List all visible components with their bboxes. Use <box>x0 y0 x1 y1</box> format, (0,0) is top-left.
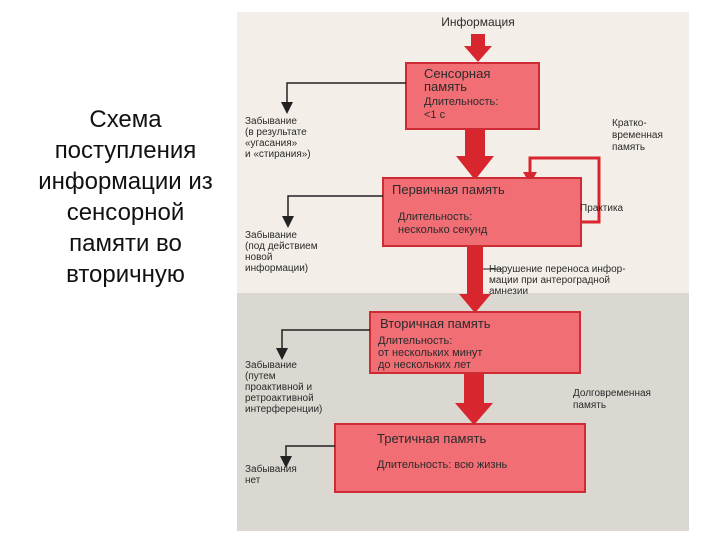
practice-label: Практика <box>580 203 624 214</box>
box-title-line: память <box>424 79 467 94</box>
forgetting-arrows <box>276 82 406 468</box>
svg-text:ретроактивной: ретроактивной <box>245 393 314 404</box>
svg-text:проактивной и: проактивной и <box>245 382 312 393</box>
arrow-primary-to-secondary <box>459 245 491 313</box>
arrow-sensory-to-primary <box>456 128 494 180</box>
svg-text:нет: нет <box>245 475 261 486</box>
svg-text:интерференции): интерференции) <box>245 403 322 415</box>
svg-text:Забывание: Забывание <box>245 115 297 127</box>
svg-text:память: память <box>612 142 645 153</box>
svg-text:Нарушение переноса инфор-: Нарушение переноса инфор- <box>489 263 626 275</box>
svg-text:(под действием: (под действием <box>245 241 318 252</box>
forgetting-label-1: Забывание (в результате «угасания» и «ст… <box>245 115 311 160</box>
tertiary-memory-box: Третичная память Длительность: всю жизнь <box>334 423 586 493</box>
svg-text:мации при антероградной: мации при антероградной <box>489 275 610 286</box>
svg-text:и «стирания»): и «стирания») <box>245 149 311 160</box>
box-detail: Длительность: <box>378 335 452 347</box>
svg-text:«угасания»: «угасания» <box>245 138 298 149</box>
arrow-secondary-to-tertiary <box>455 372 493 425</box>
slide-title-line: Схема <box>89 106 162 133</box>
box-detail: от нескольких минут <box>378 347 482 359</box>
box-detail: Длительность: <box>424 96 498 108</box>
svg-text:Забывание: Забывание <box>245 229 297 241</box>
short-term-memory-label: Кратко- временная память <box>612 118 663 153</box>
slide-title-line: сенсорной <box>66 199 185 226</box>
slide-title-line: поступления <box>54 137 197 164</box>
arrow-input-to-sensory <box>464 34 492 62</box>
box-detail: Длительность: <box>398 211 472 223</box>
sensory-memory-box: Сенсорная память Длительность: <1 с <box>405 62 540 130</box>
svg-text:память: память <box>573 400 606 411</box>
long-term-memory-label: Долговременная память <box>573 388 651 411</box>
primary-memory-box: Первичная память Длительность: несколько… <box>382 177 582 247</box>
svg-text:(путем: (путем <box>245 371 276 382</box>
svg-text:(в результате: (в результате <box>245 127 307 138</box>
box-detail: <1 с <box>424 109 446 121</box>
box-detail: Длительность: всю жизнь <box>377 459 508 471</box>
svg-text:Кратко-: Кратко- <box>612 118 647 129</box>
secondary-memory-box: Вторичная память Длительность: от нескол… <box>369 311 581 374</box>
slide-title-line: информации из <box>38 168 213 195</box>
forgetting-label-2: Забывание (под действием новой информаци… <box>245 229 318 274</box>
box-title-line: Сенсорная <box>424 66 490 81</box>
svg-text:Забывания: Забывания <box>245 463 297 475</box>
box-title: Третичная память <box>377 431 486 446</box>
input-label: Информация <box>441 15 514 29</box>
slide-title-line: памяти во <box>69 230 182 257</box>
flow-arrows <box>455 34 494 425</box>
svg-text:информации): информации) <box>245 262 308 274</box>
amnesia-note: Нарушение переноса инфор- мации при анте… <box>489 263 626 297</box>
svg-text:Долговременная: Долговременная <box>573 388 651 399</box>
box-detail: до нескольких лет <box>378 359 471 371</box>
svg-text:временная: временная <box>612 130 663 141</box>
practice-loop-line <box>528 156 601 224</box>
slide-title-line: вторичную <box>66 261 185 288</box>
svg-text:новой: новой <box>245 252 272 263</box>
forgetting-label-4: Забывания нет <box>245 463 297 486</box>
box-detail: несколько секунд <box>398 224 488 236</box>
svg-text:Забывание: Забывание <box>245 359 297 371</box>
slide-title: Схема поступления информации из сенсорно… <box>18 104 233 290</box>
svg-text:амнезии: амнезии <box>489 286 528 297</box>
forgetting-label-3: Забывание (путем проактивной и ретроакти… <box>245 359 322 415</box>
box-title: Первичная память <box>392 182 505 197</box>
box-title: Вторичная память <box>380 316 491 331</box>
